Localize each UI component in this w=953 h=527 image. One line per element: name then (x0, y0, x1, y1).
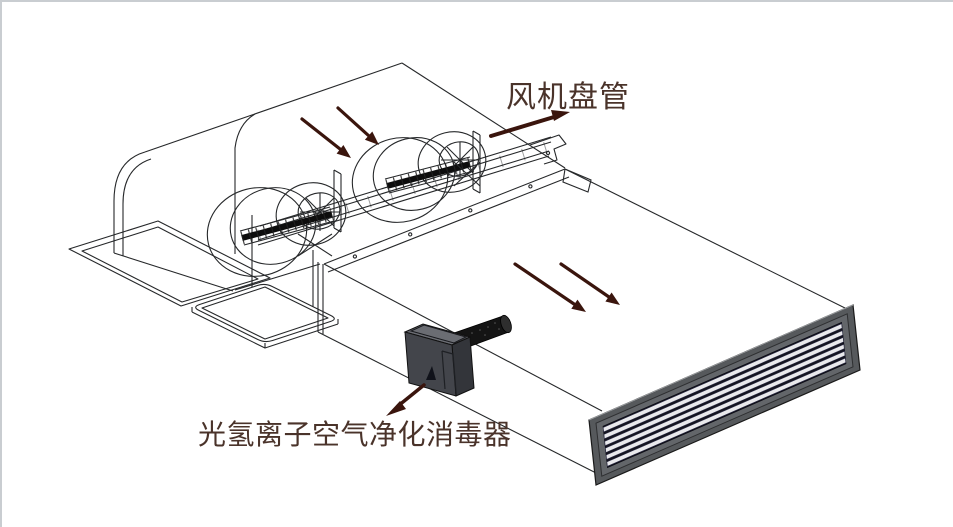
right-blower-fan (351, 130, 487, 223)
unit-cap-outer-curve (113, 151, 146, 253)
fan-coil-leader-arrow (489, 110, 570, 138)
unit-top-right-edge (401, 62, 566, 169)
pan-hangers (251, 215, 314, 307)
duct-top-edge (564, 168, 852, 312)
flange-bracket (529, 134, 567, 165)
duct-joint-strip (323, 168, 570, 273)
purifier-device (403, 314, 512, 397)
airflow-arrow-2 (336, 106, 379, 145)
coil-rails (257, 136, 552, 246)
purifier-logo-icon (426, 366, 436, 380)
unit-top-ridge (144, 62, 403, 153)
air-outlet-grille (588, 304, 861, 486)
left-blower-fan (206, 169, 347, 277)
drain-pan (191, 283, 339, 349)
purifier-leader-arrow (386, 383, 426, 416)
purifier-front-face (404, 331, 457, 397)
grille-slats (602, 323, 847, 467)
airflow-arrow-4 (559, 262, 620, 305)
airflow-arrow-1 (300, 117, 351, 158)
unit-cap-inner-curve (122, 158, 152, 256)
airflow-arrows (300, 106, 620, 312)
grille-slot-window (602, 321, 847, 469)
label-purifier: 光氢离子空气净化消毒器 (198, 420, 512, 451)
airflow-arrow-3 (513, 262, 586, 312)
unit-base-flange (68, 220, 271, 307)
label-fan-coil: 风机盘管 (506, 81, 630, 114)
duct-flange-step (562, 168, 592, 193)
duct-front-bottom-edge (317, 331, 603, 477)
fan-coil-unit-wireframe (68, 62, 567, 349)
